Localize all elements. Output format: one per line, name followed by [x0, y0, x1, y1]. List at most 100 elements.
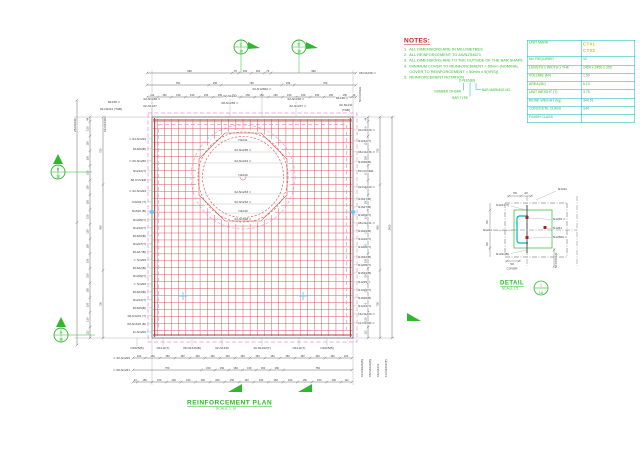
dim-label: 150: [186, 378, 191, 382]
dim-label: 950: [99, 225, 103, 230]
table-row: REINF WEIGHT (kg)344.51: [527, 97, 635, 106]
bar-callout: N1212(T): [133, 169, 146, 173]
dim-tick: [280, 83, 284, 87]
dim-tick: [88, 163, 92, 167]
notes-title: NOTES:: [404, 36, 431, 45]
table-row-value: -: [583, 115, 585, 119]
dim-label: 150: [275, 366, 280, 370]
dim-tick: [488, 228, 492, 232]
bar-callout: N1624(B): [358, 271, 371, 275]
trim-circle: [190, 124, 296, 230]
dim-tick: [278, 356, 282, 360]
notation-label: NUMBER OF BAR: [434, 90, 461, 94]
dim-label: 120: [344, 354, 349, 358]
bar-callout: N1212(T): [358, 139, 371, 143]
dim-tick: [88, 266, 92, 270]
dim-tick: [366, 336, 370, 340]
dim-tick: [254, 368, 258, 372]
bar-callout: N1626(B): [358, 296, 371, 300]
detail-title: DETAIL: [500, 279, 525, 287]
dim-label: 150: [86, 214, 90, 219]
bar-callout: 50 COVER: [131, 178, 147, 182]
dim-label: 150: [150, 354, 155, 358]
note-line: 3. ALL DIMENSIONS ARE TO THE OUTSIDE OF …: [404, 58, 523, 63]
bar-callout: N1240: [238, 173, 247, 177]
dim-label: 150: [157, 378, 162, 382]
dim-tick: [101, 183, 105, 187]
dim-label: 150: [259, 378, 264, 382]
dim-label: 150: [172, 378, 177, 382]
dim-tick: [88, 325, 92, 329]
bar-callout: N1619(B): [358, 229, 371, 233]
dim-tick: [88, 178, 92, 182]
dim-tick: [292, 83, 296, 87]
dim-label: 750: [323, 81, 328, 85]
dim-tick: [207, 83, 211, 87]
bar-callout: 50 COVER: [358, 86, 362, 102]
dim-tick: [338, 356, 342, 360]
detail-label: N1241: [553, 226, 562, 230]
dim-tick: [350, 380, 354, 384]
dim-tick: [517, 259, 521, 263]
dim-label: 150: [86, 185, 90, 190]
dim-tick: [101, 115, 105, 119]
detail-label: N1211(T): [496, 203, 509, 207]
section-flag: [53, 154, 63, 164]
bar-callout: N1240: [238, 209, 247, 213]
bar-callout: N1212(T): [133, 298, 146, 302]
bar-callout: ⊂ N1229: [133, 282, 146, 286]
dim-tick: [88, 208, 92, 211]
bar-callout: 02-N1235 ⊂: [234, 148, 251, 152]
dim-tick: [145, 83, 149, 87]
bar-callout: N1616 (B): [132, 209, 146, 213]
section-sheet: 18: [239, 50, 243, 54]
bar-callout: 50 COVER: [358, 169, 374, 173]
dim-label: 150: [86, 199, 90, 204]
dim-label: 150: [285, 354, 290, 358]
section-sheet: 18: [297, 50, 301, 54]
dim-label: 112: [364, 330, 368, 335]
bar-callout: N1617(B): [358, 197, 371, 201]
cut-flag: [298, 384, 312, 392]
bar-callout: N1627(B): [358, 205, 371, 209]
dim-label: 150: [86, 170, 90, 175]
dim-tick: [183, 95, 187, 99]
dim-label: 150: [86, 288, 90, 293]
dim-tick: [378, 336, 382, 340]
dim-tick: [225, 95, 229, 99]
dim-tick: [194, 380, 197, 384]
dim-tick: [366, 325, 370, 329]
detail-scale: SCALE 1:5: [502, 287, 519, 291]
section-letter: B: [57, 167, 60, 172]
bar-callout: N1203 (T): [132, 200, 146, 204]
dim-tick: [266, 380, 270, 384]
dim-label: 750: [99, 148, 103, 153]
dim-tick: [131, 356, 135, 360]
dim-label: 114: [150, 93, 155, 97]
cut-flag: [407, 313, 421, 321]
note-line: 1. ALL DIMENSIONS ARE IN MILLIMETRES: [404, 47, 483, 52]
dim-tick: [280, 95, 284, 99]
note-line: 4. MINIMUM COVER TO REINFORCEMENT = 50mm…: [404, 63, 519, 69]
dim-label: 150: [343, 93, 348, 97]
section-sheet: 18: [56, 175, 60, 179]
dim-label: 150: [332, 378, 337, 382]
bar-callout: N1427(B): [133, 250, 146, 254]
bar-callout: 08-N1616(B): [368, 359, 372, 377]
leader-line: [528, 237, 552, 239]
section-flag: [306, 42, 318, 49]
dim-tick: [378, 183, 382, 187]
dim-tick: [131, 368, 135, 372]
detail-label: N1238A ⊂: [553, 235, 568, 239]
dim-tick: [310, 380, 314, 384]
section-letter: A: [60, 330, 63, 335]
dim-label: 738: [249, 81, 254, 85]
dim-label: 150: [364, 317, 368, 322]
dim-label: 150: [86, 317, 90, 322]
bar-callout: 02-N1211 (T&B): [100, 107, 122, 111]
table-row-label: AREA (M²): [528, 81, 582, 90]
dim-tick: [164, 380, 168, 384]
table-row-label: LENGTH x WIDTH x THK: [528, 65, 582, 73]
dim-label: 150: [162, 93, 167, 97]
